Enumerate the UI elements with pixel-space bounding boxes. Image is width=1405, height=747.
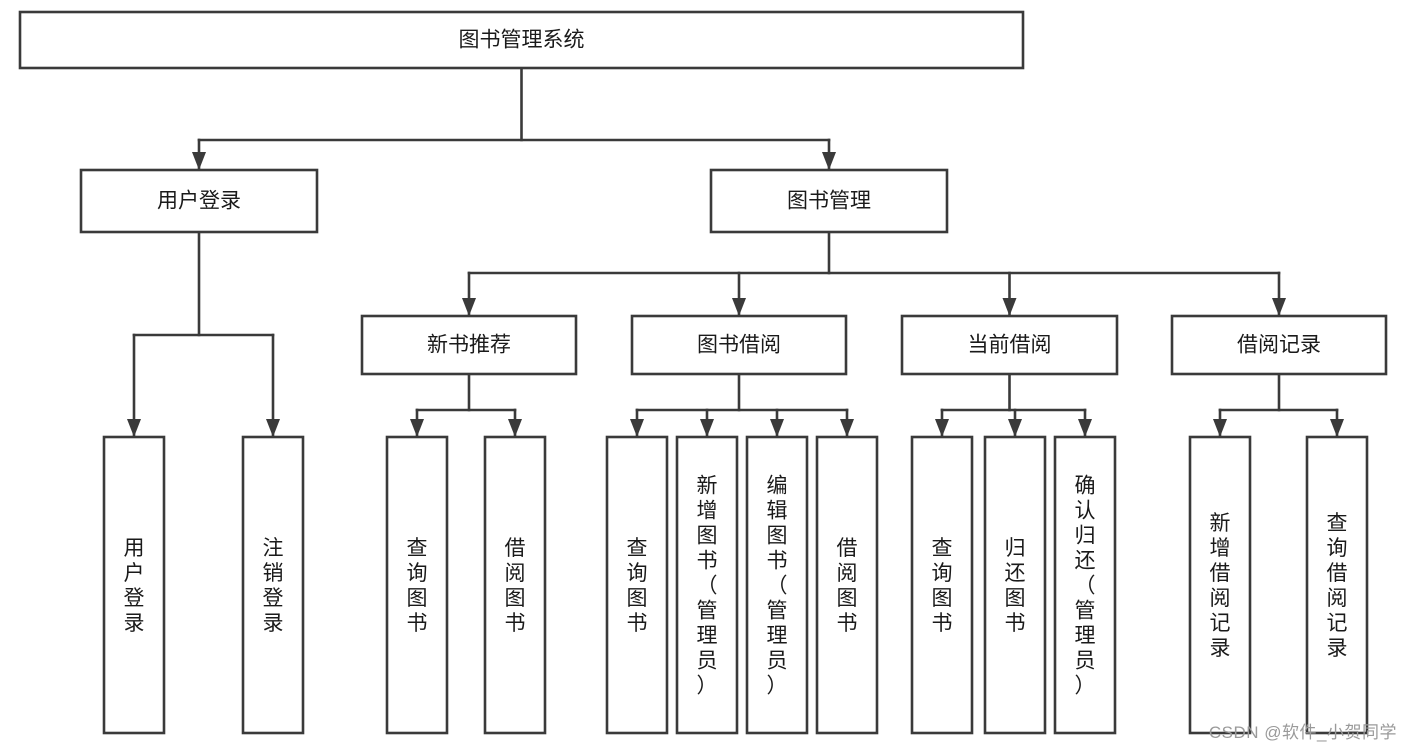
node-box <box>483 435 547 735</box>
node-box <box>1305 435 1369 735</box>
node-book-borrow[interactable]: 图书借阅 <box>630 314 848 376</box>
arrow-head-icon <box>1002 298 1017 316</box>
node-label: 图书管理系统 <box>459 29 585 52</box>
arrow-head-icon <box>630 419 644 437</box>
node-label: 查询图书 <box>932 537 953 635</box>
node-box <box>900 314 1119 376</box>
node-box <box>1170 314 1388 376</box>
node-leaf-query-book-borrow[interactable]: 查询图书 <box>605 435 669 735</box>
node-new-book-recommend[interactable]: 新书推荐 <box>360 314 578 376</box>
node-leaf-query-book-recommend[interactable]: 查询图书 <box>385 435 449 735</box>
node-box <box>79 168 319 234</box>
node-label: 用户登录 <box>157 190 241 213</box>
node-label: 确认归还（管理员） <box>1075 475 1096 698</box>
arrow-head-icon <box>822 152 836 170</box>
node-label: 编辑图书（管理员） <box>767 475 788 698</box>
node-user-login[interactable]: 用户登录 <box>79 168 319 234</box>
node-leaf-query-borrow-record[interactable]: 查询借阅记录 <box>1305 435 1369 735</box>
node-box <box>385 435 449 735</box>
node-leaf-return-book[interactable]: 归还图书 <box>983 435 1047 735</box>
node-leaf-query-book-current[interactable]: 查询图书 <box>910 435 974 735</box>
node-root[interactable]: 图书管理系统 <box>18 10 1025 70</box>
arrow-head-icon <box>1272 298 1286 316</box>
node-label: 借阅记录 <box>1237 334 1321 357</box>
node-label: 注销登录 <box>263 537 284 635</box>
node-box <box>709 168 949 234</box>
node-label: 查询图书 <box>407 537 428 635</box>
arrow-head-icon <box>127 419 141 437</box>
arrow-head-icon <box>462 298 476 316</box>
arrow-head-icon <box>508 419 522 437</box>
node-box <box>815 435 879 735</box>
node-label: 新增借阅记录 <box>1210 512 1231 660</box>
node-label: 当前借阅 <box>968 334 1052 357</box>
node-label: 用户登录 <box>124 537 145 635</box>
node-label: 查询借阅记录 <box>1327 512 1348 660</box>
node-label: 图书管理 <box>787 190 871 213</box>
node-label: 借阅图书 <box>505 537 526 635</box>
node-label: 查询图书 <box>627 537 648 635</box>
node-leaf-edit-book-admin[interactable]: 编辑图书（管理员） <box>745 435 809 735</box>
node-leaf-user-logout[interactable]: 注销登录 <box>241 435 305 735</box>
arrow-head-icon <box>192 152 206 170</box>
node-box <box>1188 435 1252 735</box>
arrow-head-icon <box>1213 419 1227 437</box>
node-leaf-add-borrow-record[interactable]: 新增借阅记录 <box>1188 435 1252 735</box>
arrow-head-icon <box>1008 419 1022 437</box>
node-current-borrow[interactable]: 当前借阅 <box>900 314 1119 376</box>
arrow-head-icon <box>266 419 280 437</box>
node-leaf-confirm-return-admin[interactable]: 确认归还（管理员） <box>1053 435 1117 735</box>
arrow-head-icon <box>1078 419 1092 437</box>
node-leaf-user-login[interactable]: 用户登录 <box>102 435 166 735</box>
arrow-head-icon <box>935 419 949 437</box>
node-box <box>983 435 1047 735</box>
arrow-head-icon <box>700 419 714 437</box>
node-box <box>102 435 166 735</box>
node-box <box>745 435 809 735</box>
node-box <box>1053 435 1117 735</box>
arrow-head-icon <box>770 419 784 437</box>
node-label: 新书推荐 <box>427 334 511 357</box>
arrow-head-icon <box>1330 419 1344 437</box>
node-leaf-borrow-book-recommend[interactable]: 借阅图书 <box>483 435 547 735</box>
node-borrow-record[interactable]: 借阅记录 <box>1170 314 1388 376</box>
node-box <box>18 10 1025 70</box>
node-leaf-add-book-admin[interactable]: 新增图书（管理员） <box>675 435 739 735</box>
node-box <box>910 435 974 735</box>
arrow-head-icon <box>840 419 854 437</box>
arrow-head-icon <box>410 419 424 437</box>
edge-layer <box>127 66 1344 439</box>
node-box <box>241 435 305 735</box>
node-book-manage[interactable]: 图书管理 <box>709 168 949 234</box>
node-label: 图书借阅 <box>697 334 781 357</box>
node-label: 借阅图书 <box>837 537 858 635</box>
node-leaf-borrow-book[interactable]: 借阅图书 <box>815 435 879 735</box>
node-layer: 图书管理系统用户登录图书管理新书推荐图书借阅当前借阅借阅记录用户登录注销登录查询… <box>18 10 1388 735</box>
node-label: 归还图书 <box>1005 537 1026 635</box>
node-box <box>360 314 578 376</box>
node-box <box>630 314 848 376</box>
node-box <box>675 435 739 735</box>
node-box <box>605 435 669 735</box>
watermark-text: CSDN @软件_小贺同学 <box>1208 723 1397 742</box>
arrow-head-icon <box>732 298 746 316</box>
node-label: 新增图书（管理员） <box>697 475 718 698</box>
